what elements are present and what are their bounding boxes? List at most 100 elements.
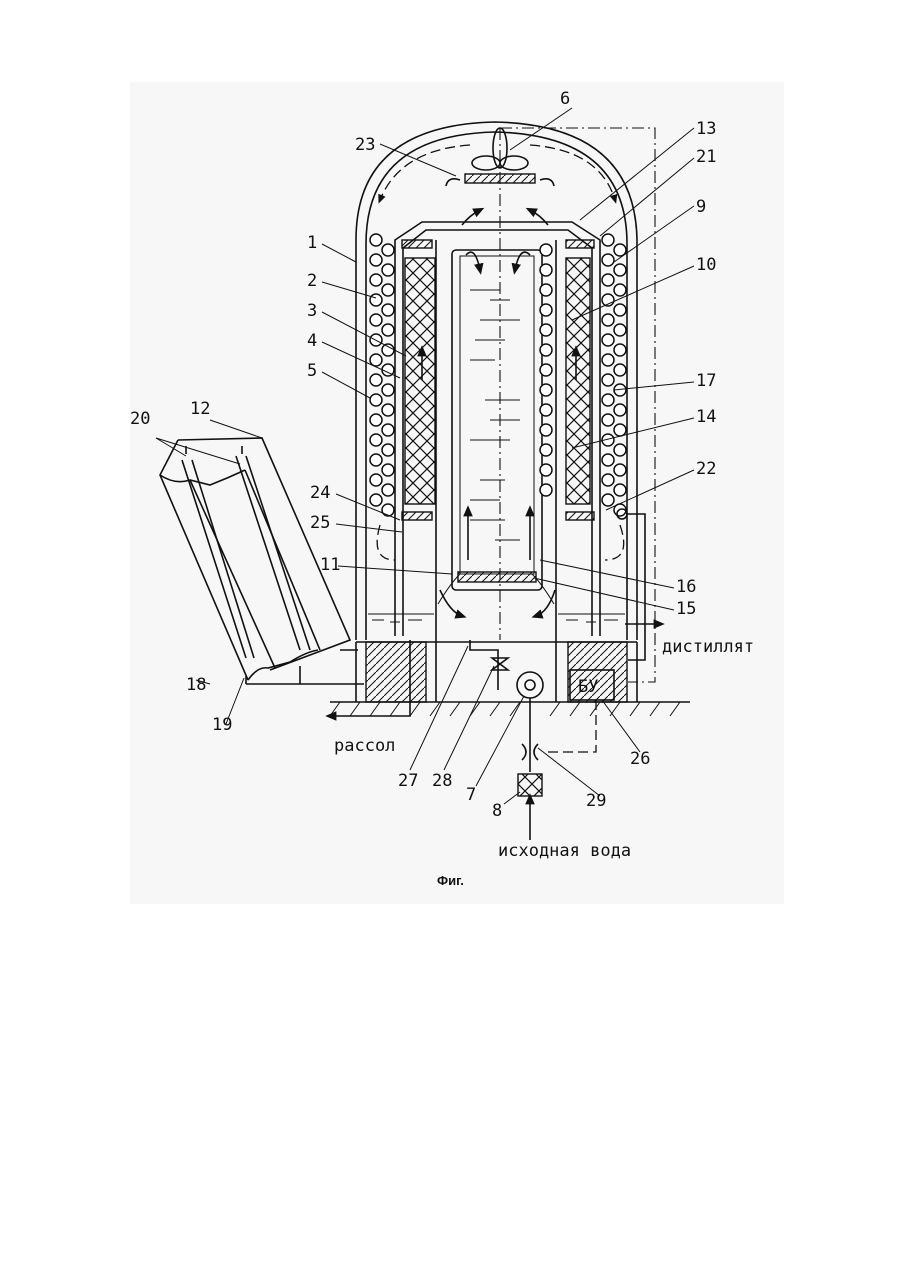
figure-caption: Фиг. — [437, 873, 464, 888]
coil-turn — [540, 264, 552, 276]
part-label-9: 9 — [696, 197, 706, 217]
part-label-25: 25 — [310, 513, 330, 533]
coil-turn — [382, 484, 394, 496]
coil-turn — [382, 244, 394, 256]
coil-turn — [370, 354, 382, 366]
coil-turn — [602, 494, 614, 506]
part-label-21: 21 — [696, 147, 716, 167]
coil-turn — [382, 284, 394, 296]
part-label-26: 26 — [630, 749, 650, 769]
part-label-17: 17 — [696, 371, 716, 391]
coil-turn — [370, 374, 382, 386]
part-label-23: 23 — [355, 135, 375, 155]
part-label-13: 13 — [696, 119, 716, 139]
part-label-18: 18 — [186, 675, 206, 695]
part-label-3: 3 — [307, 301, 317, 321]
part-label-12: 12 — [190, 399, 210, 419]
coil-turn — [370, 494, 382, 506]
packing — [405, 258, 590, 504]
coil-turn — [602, 314, 614, 326]
coil-turn — [602, 414, 614, 426]
coil-turn — [614, 364, 626, 376]
coil-turn — [370, 314, 382, 326]
coil-turn — [382, 264, 394, 276]
coil-turn — [370, 234, 382, 246]
coil-turn — [602, 474, 614, 486]
part-label-24: 24 — [310, 483, 330, 503]
coil-turn — [370, 474, 382, 486]
part-label-22: 22 — [696, 459, 716, 479]
ground — [330, 702, 690, 716]
coil-turn — [614, 444, 626, 456]
source-water-label: исходная вода — [498, 841, 631, 861]
part-label-29: 29 — [586, 791, 606, 811]
coil-turn — [540, 244, 552, 256]
coil-turn — [540, 324, 552, 336]
coil-turn — [540, 284, 552, 296]
coil-turn — [540, 464, 552, 476]
part-label-19: 19 — [212, 715, 232, 735]
coil-turn — [602, 254, 614, 266]
coil-turn — [382, 404, 394, 416]
coil-turn — [540, 484, 552, 496]
part-label-20: 20 — [130, 409, 150, 429]
part-label-8: 8 — [492, 801, 502, 821]
coil-turn — [370, 394, 382, 406]
coil-turn — [382, 324, 394, 336]
coil-turn — [382, 504, 394, 516]
coil-turn — [614, 264, 626, 276]
coil-turn — [540, 424, 552, 436]
part-label-11: 11 — [320, 555, 340, 575]
part-label-4: 4 — [307, 331, 317, 351]
coil-turn — [370, 414, 382, 426]
part-label-27: 27 — [398, 771, 418, 791]
coil-turn — [614, 484, 626, 496]
coil-turn — [370, 254, 382, 266]
part-label-16: 16 — [676, 577, 696, 597]
coil-turn — [540, 304, 552, 316]
part-label-6: 6 — [560, 89, 570, 109]
coil-turn — [382, 344, 394, 356]
coil-turn — [370, 274, 382, 286]
coil-turn — [382, 384, 394, 396]
outer-housing — [356, 122, 637, 702]
coil-turn — [540, 344, 552, 356]
part-label-10: 10 — [696, 255, 716, 275]
part-label-15: 15 — [676, 599, 696, 619]
part-label-7: 7 — [466, 785, 476, 805]
coil-turn — [602, 454, 614, 466]
coil-turn — [602, 394, 614, 406]
part-label-28: 28 — [432, 771, 452, 791]
part-label-5: 5 — [307, 361, 317, 381]
part-label-14: 14 — [696, 407, 716, 427]
central-tank — [452, 250, 542, 590]
coil-turn — [370, 434, 382, 446]
coil-turn — [382, 464, 394, 476]
coil-turn — [382, 424, 394, 436]
control-unit-label: БУ — [578, 677, 598, 697]
coil-turn — [614, 464, 626, 476]
distillate-label: дистиллят — [662, 637, 754, 657]
coil-turn — [540, 384, 552, 396]
coil-turn — [614, 324, 626, 336]
brine-label: рассол — [334, 736, 395, 756]
coil-turn — [602, 234, 614, 246]
part-label-2: 2 — [307, 271, 317, 291]
coil-turn — [540, 404, 552, 416]
coil-turn — [614, 304, 626, 316]
coil-turn — [602, 274, 614, 286]
coil-turn — [382, 304, 394, 316]
coil-turn — [614, 424, 626, 436]
part-label-1: 1 — [307, 233, 317, 253]
coil-turn — [602, 334, 614, 346]
coil-turn — [370, 294, 382, 306]
coil-turn — [614, 344, 626, 356]
coil-turn — [614, 404, 626, 416]
coil-turn — [614, 284, 626, 296]
coil-turn — [614, 244, 626, 256]
coil-turn — [370, 454, 382, 466]
coil-turn — [602, 354, 614, 366]
coil-turn — [540, 444, 552, 456]
